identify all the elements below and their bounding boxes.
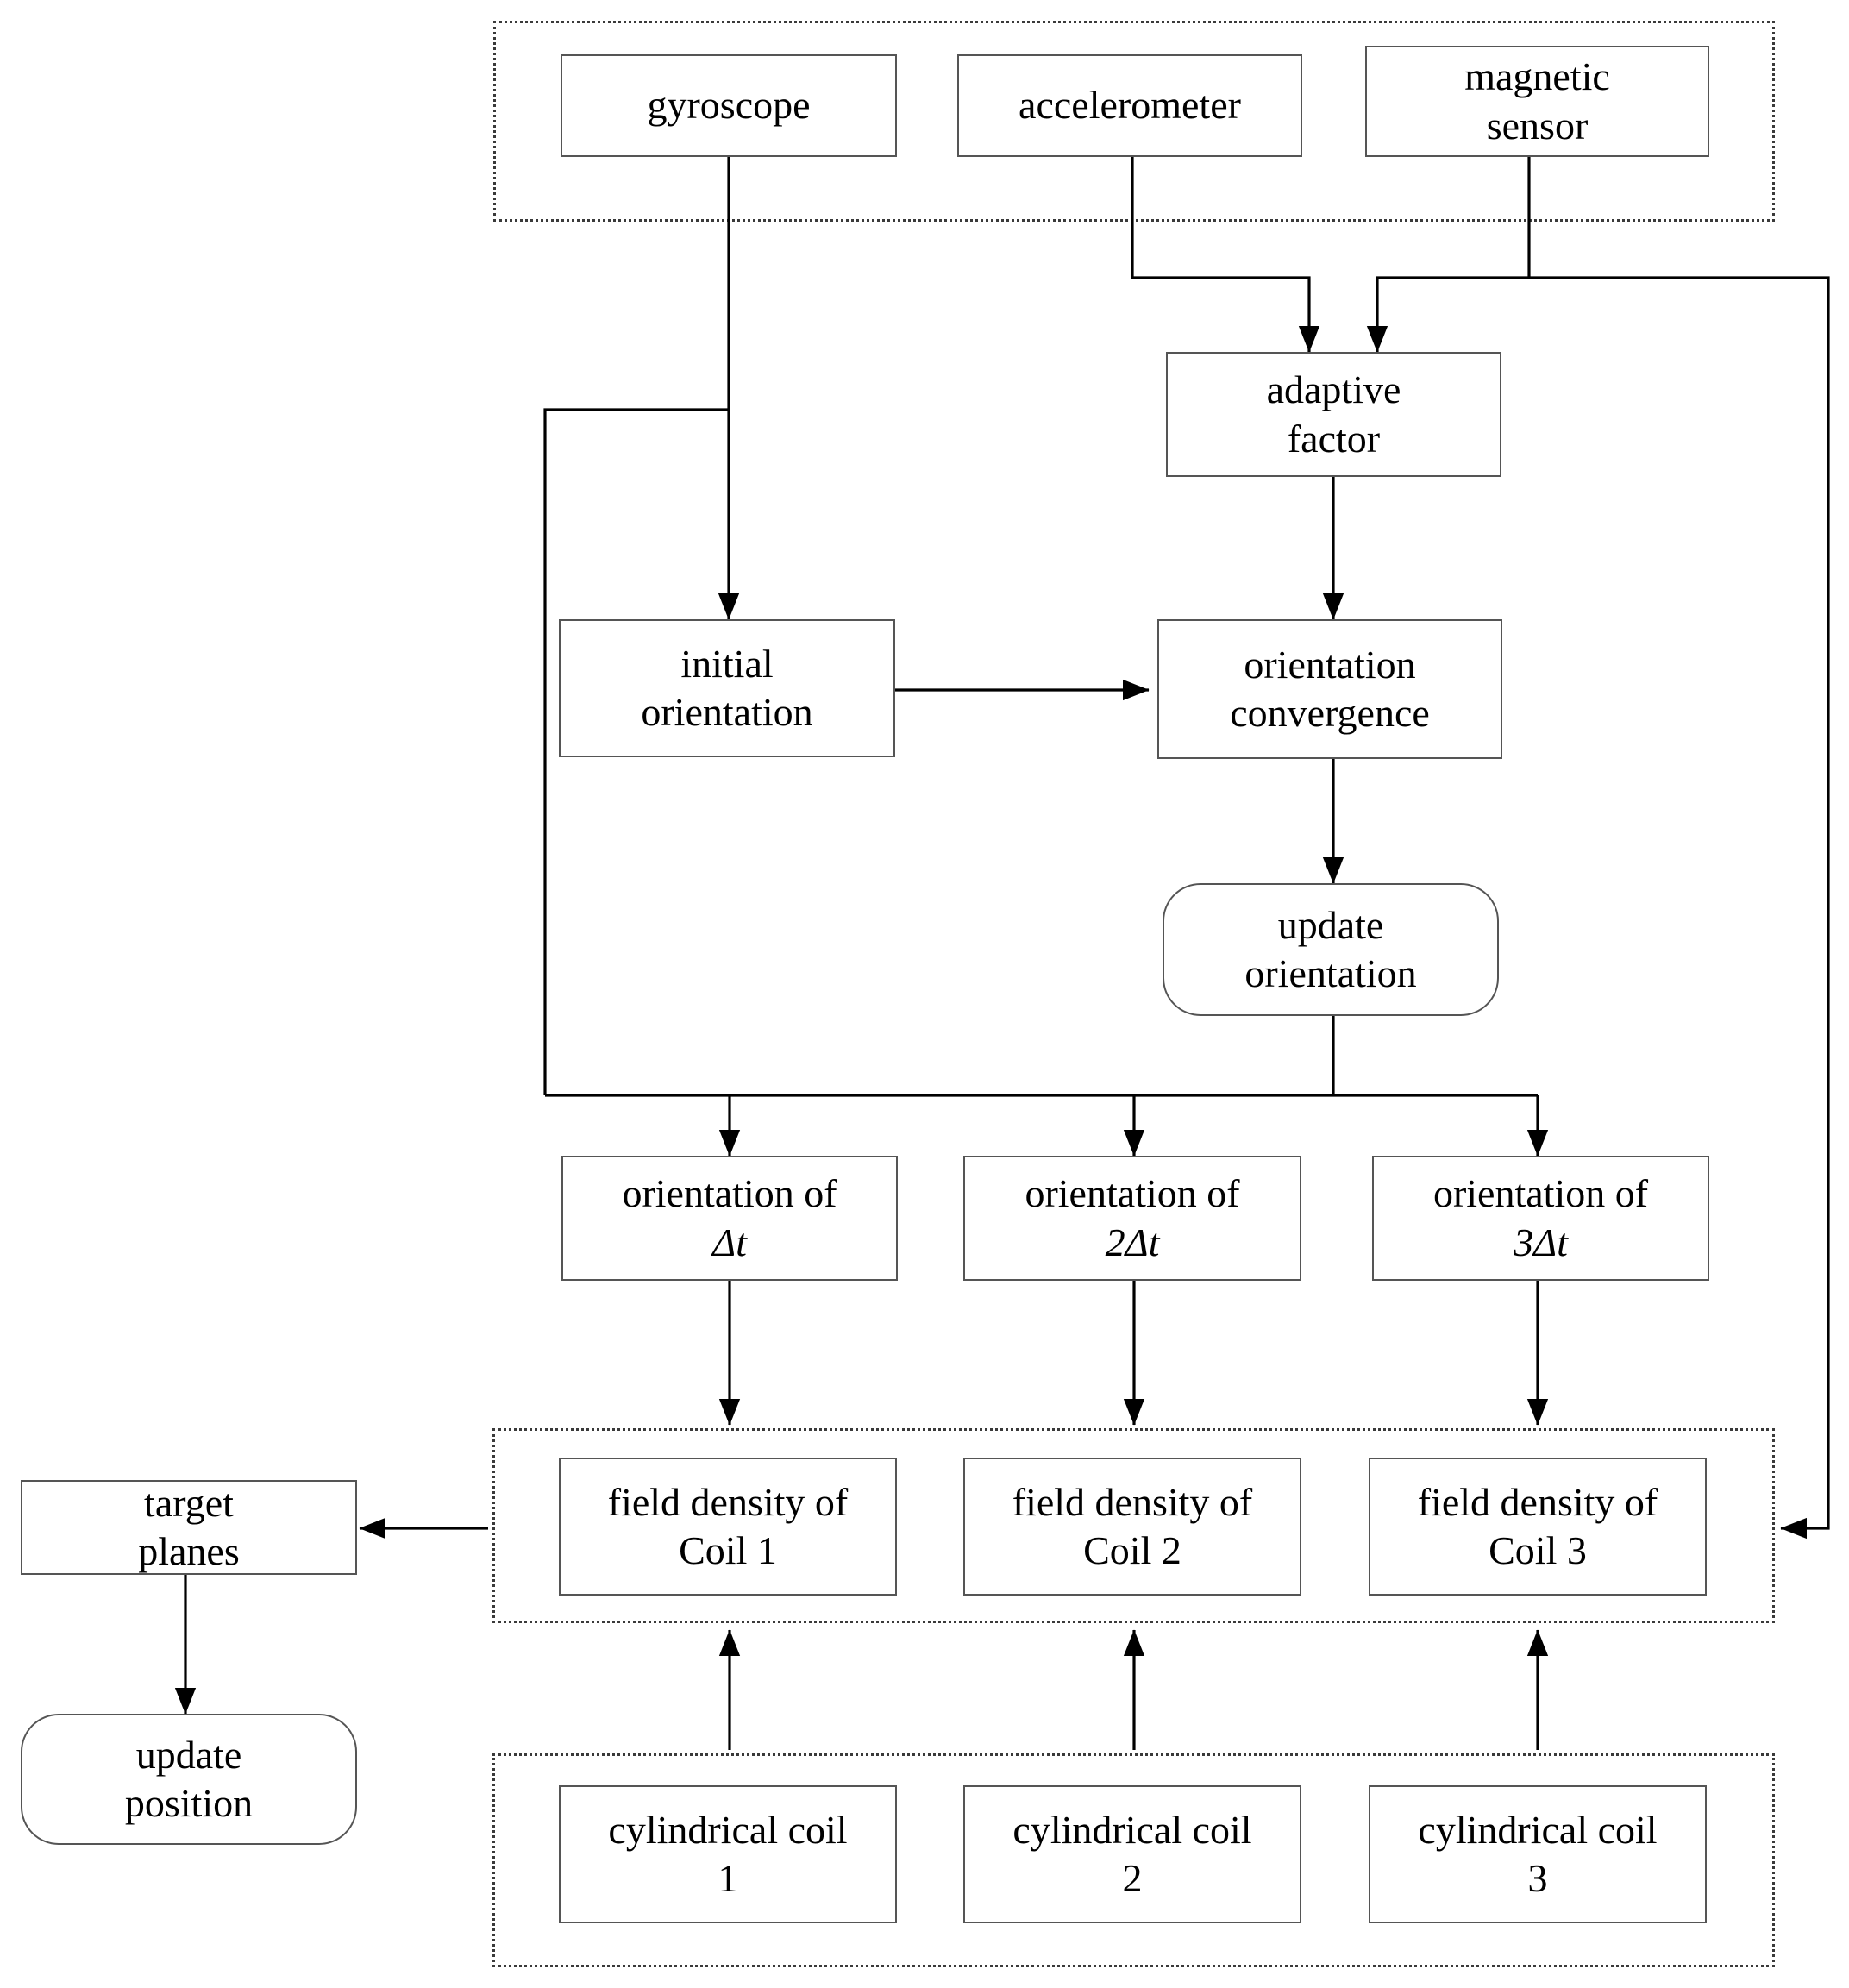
node-cylindrical-coil1[interactable]: cylindrical coil 1 [559,1785,897,1923]
node-orientation-convergence-label: orientation convergence [1230,642,1430,735]
node-initial-orientation[interactable]: initial orientation [559,619,895,757]
node-field-density-coil1[interactable]: field density of Coil 1 [559,1458,897,1596]
node-field-density-coil3[interactable]: field density of Coil 3 [1369,1458,1707,1596]
node-field-density-coil1-label: field density of Coil 1 [607,1479,849,1572]
node-update-position[interactable]: update position [21,1714,357,1845]
node-gyroscope[interactable]: gyroscope [561,54,897,157]
node-orientation-dt-sublabel: Δt [712,1220,747,1264]
node-adaptive-factor[interactable]: adaptive factor [1166,352,1501,477]
node-field-density-coil2-label: field density of Coil 2 [1012,1479,1253,1572]
node-update-position-label: update position [124,1732,254,1825]
node-update-orientation-label: update orientation [1244,902,1417,995]
node-cylindrical-coil3-label: cylindrical coil 3 [1418,1807,1658,1900]
node-accelerometer[interactable]: accelerometer [957,54,1302,157]
node-orientation-convergence[interactable]: orientation convergence [1157,619,1502,759]
wire-magnetic-sensor-to-field-density-group [1529,276,1830,1540]
cylindrical-coil-group-container [492,1753,1775,1967]
node-initial-orientation-label: initial orientation [641,641,813,734]
node-adaptive-factor-label: adaptive factor [1266,367,1401,461]
node-target-planes-label: target planes [138,1480,240,1573]
node-field-density-coil3-label: field density of Coil 3 [1417,1479,1658,1572]
node-orientation-2dt[interactable]: orientation of 2Δt [963,1156,1301,1281]
node-cylindrical-coil3[interactable]: cylindrical coil 3 [1369,1785,1707,1923]
node-orientation-3dt-sublabel: 3Δt [1514,1220,1568,1264]
node-cylindrical-coil2-label: cylindrical coil 2 [1012,1807,1252,1900]
node-orientation-3dt[interactable]: orientation of 3Δt [1372,1156,1709,1281]
node-orientation-dt[interactable]: orientation of Δt [561,1156,898,1281]
node-orientation-dt-label: orientation of [622,1171,837,1216]
node-accelerometer-label: accelerometer [1019,83,1241,128]
node-orientation-2dt-sublabel: 2Δt [1105,1220,1160,1264]
node-orientation-2dt-label: orientation of [1025,1171,1240,1216]
node-magnetic-sensor-label: magnetic sensor [1464,54,1610,147]
node-gyroscope-label: gyroscope [647,83,811,128]
node-orientation-3dt-label: orientation of [1432,1171,1649,1216]
node-field-density-coil2[interactable]: field density of Coil 2 [963,1458,1301,1596]
node-magnetic-sensor[interactable]: magnetic sensor [1365,46,1709,157]
node-cylindrical-coil1-label: cylindrical coil 1 [608,1807,848,1900]
node-cylindrical-coil2[interactable]: cylindrical coil 2 [963,1785,1301,1923]
node-target-planes[interactable]: target planes [21,1480,357,1575]
node-update-orientation[interactable]: update orientation [1163,883,1499,1016]
